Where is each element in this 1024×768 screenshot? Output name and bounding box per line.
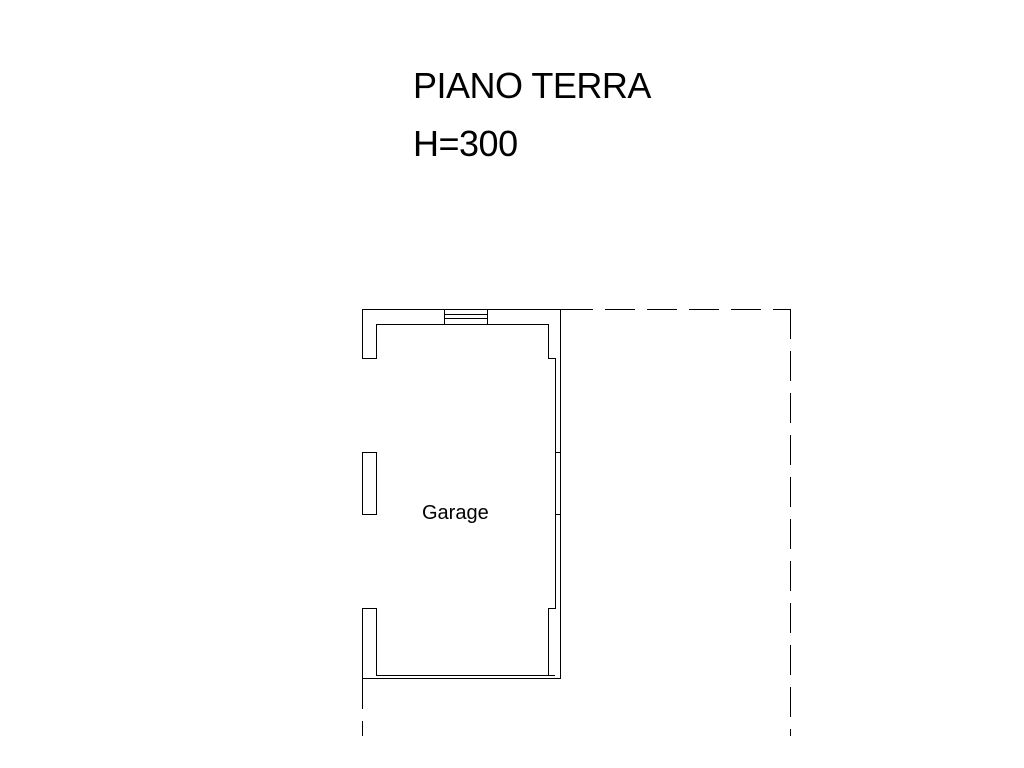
- left-wall-lower: [362, 608, 377, 678]
- floor-height-label: H=300: [413, 123, 518, 164]
- floor-title: PIANO TERRA: [413, 65, 651, 106]
- top-window: [444, 309, 488, 324]
- bottom-wall: [362, 675, 561, 679]
- room-label-garage: Garage: [422, 502, 489, 524]
- right-wall: [548, 309, 561, 679]
- adjacent-boundary-dashed: [362, 309, 791, 736]
- left-wall-pier: [362, 452, 377, 515]
- left-wall-upper: [362, 309, 377, 359]
